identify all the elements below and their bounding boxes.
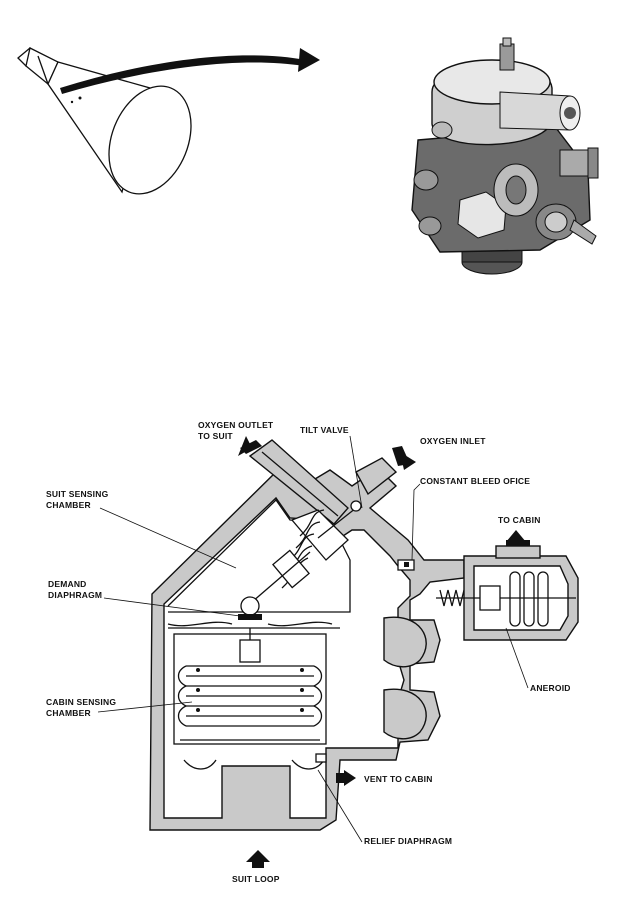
- label-to-cabin: TO CABIN: [498, 515, 541, 525]
- leader-lines: [97, 435, 529, 843]
- label-oxygen-inlet: OXYGEN INLET: [420, 436, 486, 446]
- label-constant-bleed: CONSTANT BLEED OFICE: [420, 476, 530, 486]
- regulator-photo-illustration: [411, 37, 599, 275]
- vent-arrow-icon: [344, 770, 356, 786]
- capsule-illustration: [17, 47, 320, 195]
- label-oxygen-outlet: OXYGEN OUTLET: [198, 420, 274, 430]
- swoosh-arrowhead-icon: [298, 48, 320, 72]
- demand-diaphragm-shape: [167, 596, 340, 629]
- label-cabin-sensing: CABIN SENSING: [46, 697, 116, 707]
- label-aneroid: ANEROID: [530, 683, 571, 693]
- to-cabin-arrow-icon: [506, 530, 526, 542]
- label-cabin-sensing-chamber: CHAMBER: [46, 708, 91, 718]
- suit-loop-arrow-icon: [246, 850, 270, 862]
- tilt-valve-assembly: [251, 500, 362, 603]
- label-tilt-valve: TILT VALVE: [300, 425, 349, 435]
- regulator-cross-section: OXYGEN OUTLET TO SUIT TILT VALVE OXYGEN …: [46, 420, 579, 884]
- label-suit-loop: SUIT LOOP: [232, 874, 280, 884]
- label-demand-diaphragm: DIAPHRAGM: [48, 590, 102, 600]
- aneroid-housing: [436, 540, 579, 641]
- cabin-bellows: [173, 628, 327, 745]
- label-suit-sensing: SUIT SENSING: [46, 489, 109, 499]
- label-to-suit: TO SUIT: [198, 431, 233, 441]
- label-demand: DEMAND: [48, 579, 87, 589]
- label-vent-to-cabin: VENT TO CABIN: [364, 774, 433, 784]
- label-suit-sensing-chamber: CHAMBER: [46, 500, 91, 510]
- label-relief-diaphragm: RELIEF DIAPHRAGM: [364, 836, 452, 846]
